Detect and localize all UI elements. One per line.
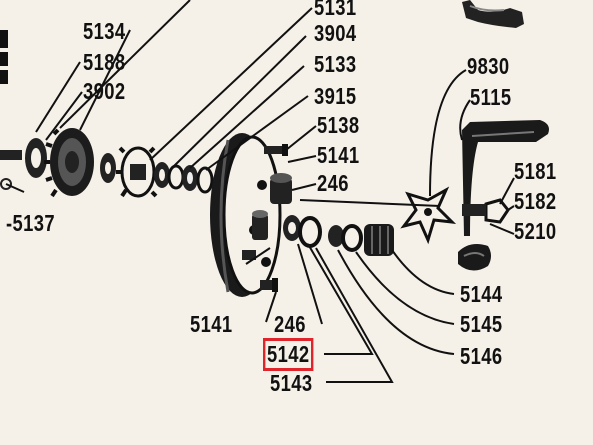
pinion-gear-5134 [116,146,160,198]
callout-5143: 5143 [270,370,313,396]
screw-5141-lower [242,250,278,292]
gear-5188 [44,128,94,198]
shaft-screw-5210 [462,204,486,216]
washer-3902 [25,138,47,178]
shaft-5137 [0,150,22,190]
callout-5146: 5146 [460,343,503,369]
washer-5142 [283,215,301,241]
handle-5115 [458,120,549,271]
nut-5181 [484,198,510,224]
callout-5133: 5133 [314,51,357,77]
callout-246-lower: 246 [274,311,306,337]
callout-5188: 5188 [83,49,126,75]
callout-5144: 5144 [460,281,503,307]
callout-5134: 5134 [83,18,126,44]
clutch-spring-5145 [328,224,363,252]
star-drag-9830 [400,186,457,245]
side-plate [210,133,282,297]
callout-5115: 5115 [470,84,512,110]
callout-5182: 5182 [514,188,557,214]
screw-5138 [264,144,288,156]
callout-5142-highlighted: 5142 [262,338,314,371]
callout-3902: 3902 [83,78,126,104]
callout-5138: 5138 [317,112,360,138]
callout-5141-lower: 5141 [190,311,233,337]
callout-246-upper: 246 [317,170,349,196]
callout-5141-upper: 5141 [317,142,360,168]
callout-5137: -5137 [6,210,56,236]
clutch-drum-5144 [364,224,394,256]
washer-small-a [100,153,116,183]
callout-5181: 5181 [514,158,557,184]
edge-part-topleft [0,30,8,84]
leader-lines [5,0,515,383]
callout-5145: 5145 [460,311,503,337]
callout-3904: 3904 [314,20,357,46]
callout-3915: 3915 [314,83,357,109]
bushing-plate-lower [252,210,268,240]
handle-knob-top [462,0,524,28]
callout-9830: 9830 [467,53,510,79]
post-246-upper [270,173,292,204]
bushing-stack-3904 [154,162,214,194]
washer-5143 [298,216,322,248]
callout-5210: 5210 [514,218,557,244]
callout-5131: 5131 [314,0,357,20]
